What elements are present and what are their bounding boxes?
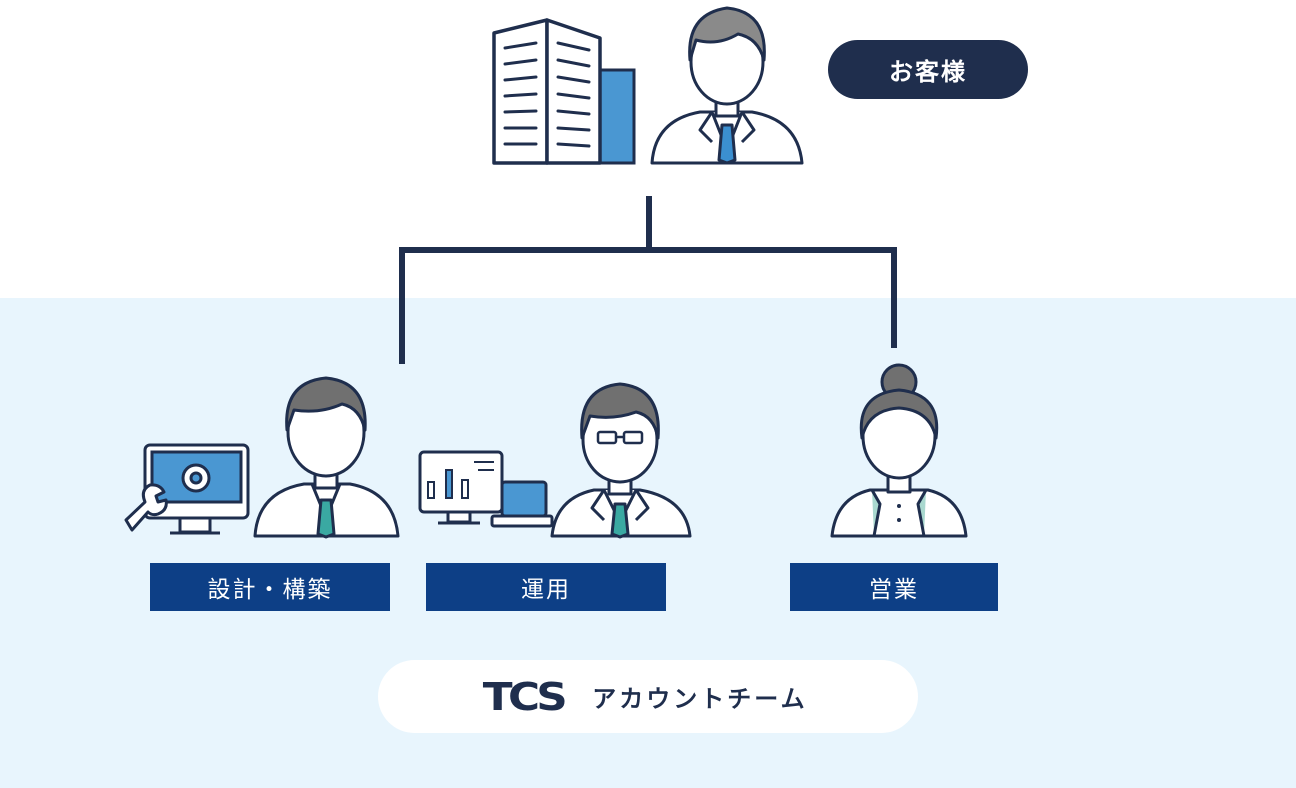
- wrench-icon: [124, 483, 168, 532]
- engineer-icon: [253, 376, 400, 539]
- customer-label: お客様: [828, 40, 1028, 99]
- businessman-icon: [650, 6, 804, 165]
- building-icon: [492, 18, 636, 165]
- account-team-badge: TCS アカウントチーム: [378, 660, 918, 733]
- role-label-sales: 営業: [790, 563, 998, 611]
- monitor-gear-icon: [143, 443, 250, 535]
- saleswoman-icon: [830, 363, 968, 538]
- operator-glasses-icon: [550, 382, 692, 539]
- laptop-icon: [490, 480, 554, 528]
- monitor-chart-icon: [418, 450, 504, 525]
- role-label-operation: 運用: [426, 563, 666, 611]
- org-connector-lines: [399, 196, 897, 364]
- team-name: アカウントチーム: [592, 685, 808, 713]
- tcs-logo: TCS: [483, 674, 568, 719]
- role-label-design-build: 設計・構築: [150, 563, 390, 611]
